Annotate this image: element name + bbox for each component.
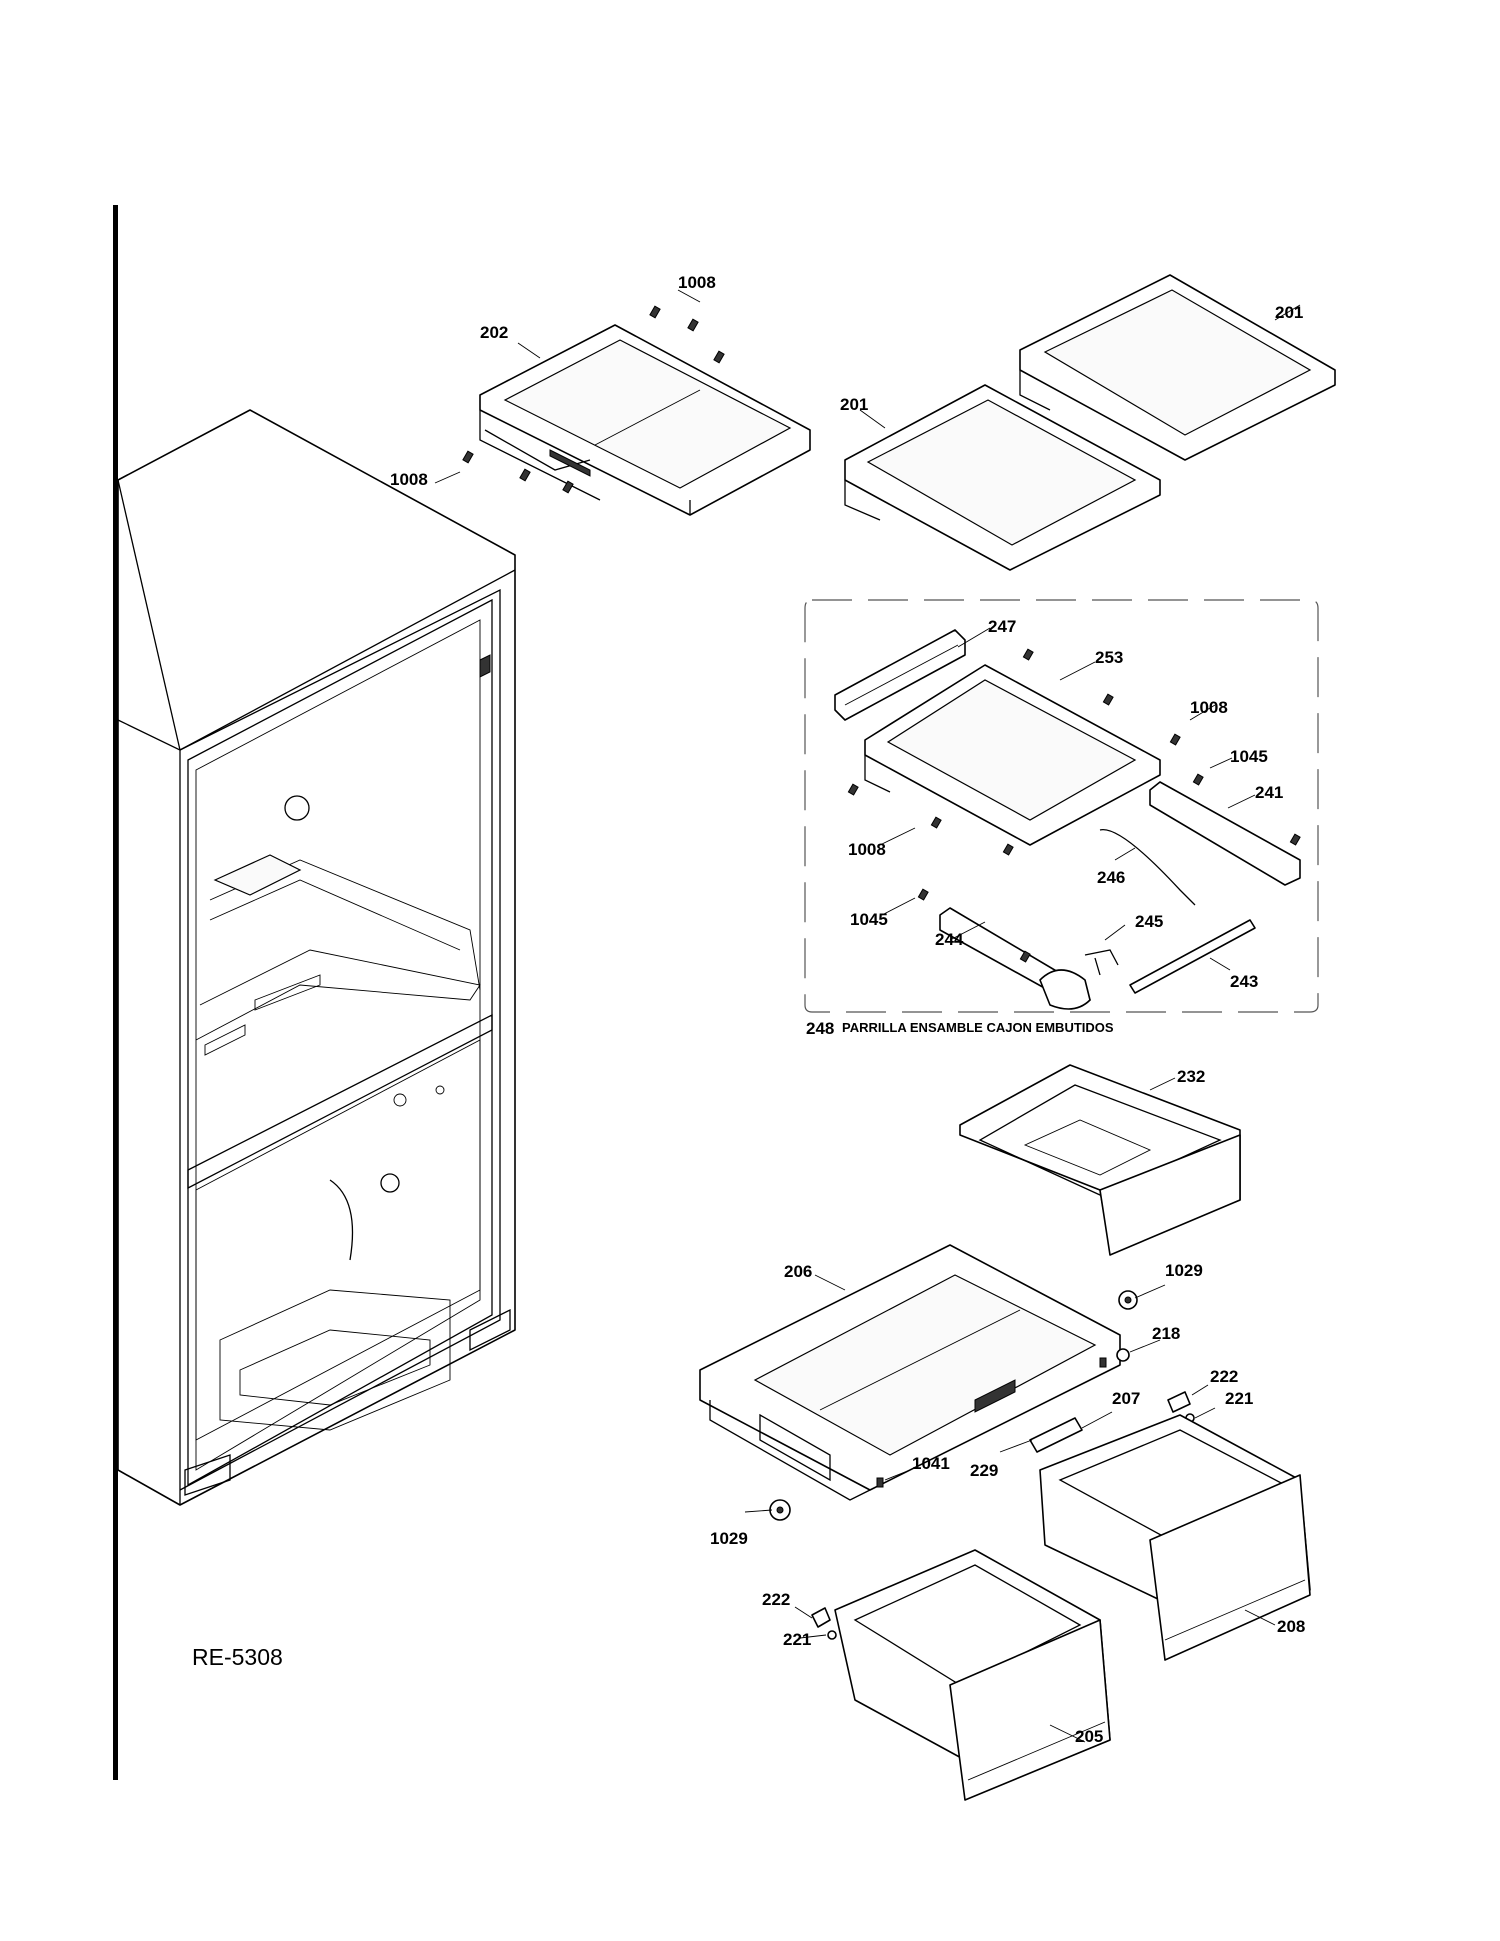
callout-207: 207 [1112, 1389, 1140, 1408]
shelf-201-upper [1019, 274, 1336, 461]
drawer-205 [811, 1549, 1111, 1801]
callout-1008-top: 1008 [678, 273, 716, 292]
callout-222-right: 222 [1210, 1367, 1238, 1386]
callout-246: 246 [1097, 868, 1125, 887]
callout-201-lower: 201 [840, 395, 868, 414]
callout-1029-right: 1029 [1165, 1261, 1203, 1280]
callout-222-left: 222 [762, 1590, 790, 1609]
callout-245: 245 [1135, 912, 1163, 931]
assembly-248-boundary [804, 599, 1319, 1013]
callout-1008-box-right: 1008 [1190, 698, 1228, 717]
callout-1008-box-left: 1008 [848, 840, 886, 859]
callout-1041: 1041 [912, 1454, 950, 1473]
refrigerator-cabinet [117, 409, 516, 1506]
page-border-bar [113, 205, 118, 1780]
callout-1045-left: 1045 [850, 910, 888, 929]
callout-244: 244 [935, 930, 964, 949]
callout-208: 208 [1277, 1617, 1305, 1636]
shelf-201-lower [844, 384, 1161, 571]
drawer-232 [959, 1064, 1241, 1256]
cover-206 [699, 1244, 1121, 1501]
callout-232: 232 [1177, 1067, 1205, 1086]
callout-229: 229 [970, 1461, 998, 1480]
shelf-202 [479, 324, 811, 516]
callout-253: 253 [1095, 648, 1123, 667]
assembly-caption-number: 248 [806, 1019, 834, 1038]
drawer-208 [1039, 1414, 1311, 1661]
callout-labels: 1008 202 201 201 1008 247 253 1008 1045 … [390, 273, 1305, 1746]
leader-lines [434, 289, 1301, 1743]
assembly-248-parts [834, 629, 1301, 1010]
callout-201-upper: 201 [1275, 303, 1303, 322]
callout-243: 243 [1230, 972, 1258, 991]
assembly-caption-text: PARRILLA ENSAMBLE CAJON EMBUTIDOS [842, 1020, 1114, 1035]
callout-247: 247 [988, 617, 1016, 636]
callout-221-left: 221 [783, 1630, 811, 1649]
callout-1045-right: 1045 [1230, 747, 1268, 766]
drawing-number: RE-5308 [192, 1644, 283, 1670]
callout-218: 218 [1152, 1324, 1180, 1343]
screws-1008-shelf-202 [462, 305, 725, 494]
callout-221-right: 221 [1225, 1389, 1253, 1408]
callout-202: 202 [480, 323, 508, 342]
callout-1029-left: 1029 [710, 1529, 748, 1548]
small-parts-206 [769, 1290, 1195, 1521]
callout-205: 205 [1075, 1727, 1103, 1746]
callout-206: 206 [784, 1262, 812, 1281]
callout-1008-left: 1008 [390, 470, 428, 489]
callout-241: 241 [1255, 783, 1283, 802]
